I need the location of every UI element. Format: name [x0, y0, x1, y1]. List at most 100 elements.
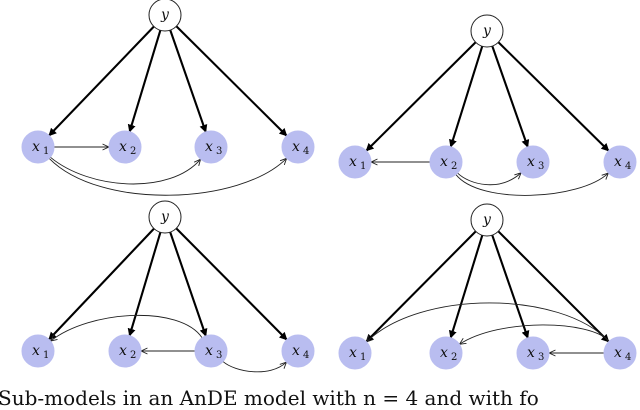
node-subscript: 1: [360, 352, 366, 363]
node-subscript: 4: [303, 350, 309, 361]
edge-y-to-x4: [175, 227, 288, 341]
node-label: x: [292, 139, 300, 155]
node-label: x: [349, 154, 357, 170]
node-circle: [470, 203, 504, 237]
node-label: x: [119, 139, 127, 155]
edge-y-to-x2: [449, 45, 484, 148]
node-subscript: 3: [216, 350, 222, 361]
edge-x4-to-x2: [459, 324, 610, 344]
node-circle: [148, 0, 182, 32]
node-circle: [429, 145, 463, 179]
node-subscript: 2: [130, 146, 136, 157]
node-circle: [281, 130, 315, 164]
node-circle: [429, 336, 463, 370]
edge-y-to-x1: [365, 230, 477, 343]
edge-x1-to-x3: [50, 156, 200, 185]
node-circle: [194, 130, 228, 164]
node-circle: [108, 130, 142, 164]
node-label: y: [482, 212, 492, 228]
node-subscript: 2: [451, 161, 457, 172]
node-subscript: 1: [360, 161, 366, 172]
node-y: y: [470, 14, 504, 48]
edge-x3-to-x4: [222, 361, 286, 373]
edge-x3-to-x1: [51, 315, 203, 341]
edge-y-to-x4: [497, 41, 610, 152]
node-label: x: [292, 343, 300, 359]
node-label: x: [440, 345, 448, 361]
node-subscript: 3: [216, 146, 222, 157]
node-label: y: [482, 23, 492, 39]
node-circle: [338, 336, 372, 370]
node-label: x: [527, 154, 535, 170]
node-circle: [516, 336, 550, 370]
node-subscript: 4: [625, 352, 631, 363]
node-label: x: [527, 345, 535, 361]
node-subscript: 1: [43, 350, 49, 361]
node-subscript: 4: [625, 161, 631, 172]
node-circle: [603, 336, 637, 370]
node-subscript: 3: [538, 352, 544, 363]
node-y: y: [470, 203, 504, 237]
edge-x2-to-x4: [455, 173, 608, 196]
edge-y-to-x4: [497, 230, 610, 343]
edge-y-to-x4: [175, 25, 288, 137]
node-subscript: 2: [130, 350, 136, 361]
edge-y-to-x3: [169, 231, 208, 337]
node-label: x: [205, 343, 213, 359]
node-circle: [516, 145, 550, 179]
node-label: x: [119, 343, 127, 359]
node-subscript: 2: [451, 352, 457, 363]
node-circle: [338, 145, 372, 179]
node-circle: [21, 334, 55, 368]
node-label: y: [160, 209, 170, 225]
edge-y-to-x1: [48, 227, 155, 341]
node-label: x: [32, 343, 40, 359]
edge-y-to-x1: [48, 25, 155, 137]
edge-y-to-x3: [491, 234, 530, 339]
node-circle: [148, 200, 182, 234]
node-label: x: [349, 345, 357, 361]
edge-y-to-x2: [127, 30, 162, 133]
node-label: x: [614, 154, 622, 170]
node-circle: [281, 334, 315, 368]
node-y: y: [148, 0, 182, 32]
node-circle: [21, 130, 55, 164]
node-label: x: [32, 139, 40, 155]
node-circle: [108, 334, 142, 368]
figure-caption: Sub-models in an AnDE model with n = 4 a…: [0, 386, 539, 410]
node-label: y: [160, 7, 170, 23]
edge-y-to-x2: [127, 232, 162, 337]
node-label: x: [205, 139, 213, 155]
node-subscript: 4: [303, 146, 309, 157]
edge-y-to-x3: [169, 29, 208, 133]
edge-y-to-x3: [491, 45, 530, 148]
node-label: x: [440, 154, 448, 170]
node-circle: [603, 145, 637, 179]
edge-y-to-x1: [365, 41, 477, 152]
node-circle: [194, 334, 228, 368]
node-subscript: 1: [43, 146, 49, 157]
edge-x2-to-x3: [457, 173, 522, 186]
node-label: x: [614, 345, 622, 361]
edge-y-to-x2: [448, 234, 484, 339]
